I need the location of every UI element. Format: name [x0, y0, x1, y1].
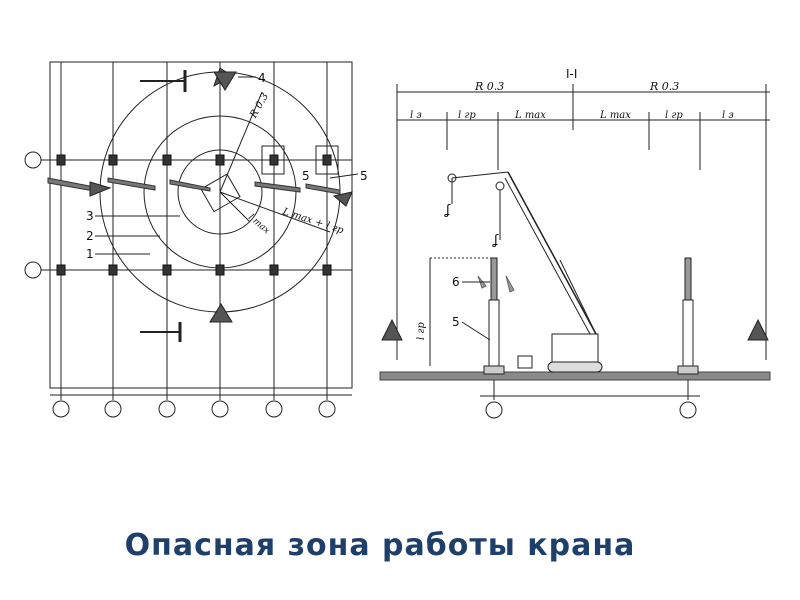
slide-title: Опасная зона работы крана [124, 528, 636, 563]
label-6: 6 [452, 275, 460, 289]
radius-small [219, 191, 251, 223]
vertical-axes [60, 62, 328, 400]
hook-right-icon: ʆ [492, 233, 499, 248]
danger-zone-circle-3 [177, 149, 263, 235]
dim-lmax-left: L max [514, 110, 546, 121]
label-5a: 5 [302, 169, 310, 183]
label-lmax-small: l max [246, 213, 271, 237]
axis-bubble-section-2 [679, 401, 697, 419]
leader-5b [329, 173, 359, 179]
label-2: 2 [86, 229, 94, 243]
crane-base-plan [200, 173, 241, 213]
column-outline-1 [261, 145, 285, 175]
plan-beams [47, 177, 341, 195]
plan-frame [49, 61, 353, 389]
dim-lz-right: l з [722, 110, 734, 121]
ground [379, 371, 771, 381]
label-4: 4 [258, 71, 266, 85]
dim-r03-left: R 0.3 [474, 80, 504, 93]
radius-r03 [219, 91, 263, 193]
section-title: I-I [566, 67, 577, 81]
plan-columns [56, 154, 332, 276]
label-r03-plan: R 0.3 [248, 91, 271, 120]
dim-lgr-right: l гр [665, 110, 683, 121]
dim-lz-left: l з [410, 110, 422, 121]
label-3: 3 [86, 209, 94, 223]
leader-5-section [461, 321, 491, 341]
warning-signs-section [381, 318, 769, 341]
dim-r03-right: R 0.3 [649, 80, 679, 93]
label-5-section: 5 [452, 315, 460, 329]
label-1: 1 [86, 247, 94, 261]
axis-bubbles [24, 151, 336, 418]
crane-section [447, 171, 603, 373]
column-outline-2 [315, 145, 339, 175]
label-lgr-vertical: l гр [416, 322, 427, 340]
section-columns [483, 257, 699, 375]
dim-lgr-left: l гр [458, 110, 476, 121]
dim-lmax-right: L max [599, 110, 631, 121]
warning-signs-plan [89, 67, 353, 323]
axis-bubble-section-1 [485, 401, 503, 419]
label-5b: 5 [360, 169, 368, 183]
section-dimensions [396, 84, 770, 360]
radius-lmax [219, 191, 331, 233]
hook-left-icon: ʆ [444, 203, 451, 218]
